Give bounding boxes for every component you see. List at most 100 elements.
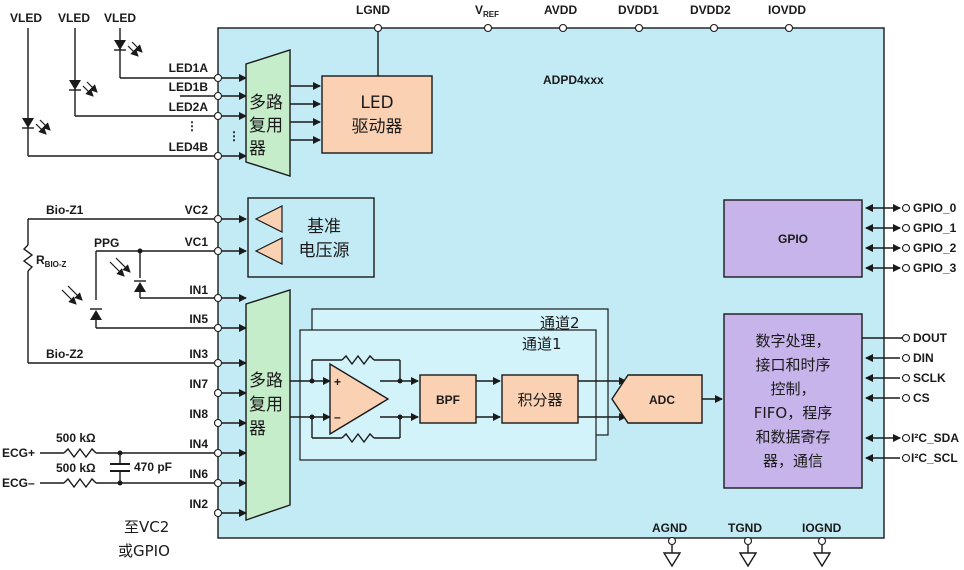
resistor-rbioz-icon: [22, 244, 34, 272]
pin-gpio3: GPIO_3: [913, 261, 957, 275]
opamp-icon: [329, 362, 390, 436]
resistor-icon: [63, 447, 97, 459]
mux-top-dots: ⋮: [228, 129, 240, 143]
integrator-label: 积分器: [517, 391, 562, 409]
digital-line6: 器，通信: [763, 452, 823, 470]
ground-pins: AGND TGND IOGND: [652, 521, 842, 568]
led-pin-dots: ⋮: [186, 119, 198, 133]
adc-label: ADC: [649, 393, 675, 407]
ecg-section: ECG+ ECG– 500 kΩ 500 kΩ 470 pF 至VC2 或GPI…: [2, 431, 214, 560]
pin-in4: IN4: [189, 437, 208, 451]
res2-label: 500 kΩ: [56, 461, 96, 475]
pin-i2c-scl: I²C_SCL: [911, 451, 958, 465]
led-pins: LED1A LED1B LED2A LED4B ⋮: [169, 61, 247, 161]
pin-lgnd: LGND: [356, 3, 390, 17]
digital-line2: 接口和时序: [755, 356, 830, 374]
digital-block: [723, 313, 863, 489]
chip-name: ADPD4xxx: [543, 73, 604, 87]
pin-in8: IN8: [189, 407, 208, 421]
pin-led2a: LED2A: [169, 100, 209, 114]
ppg-label: PPG: [94, 236, 119, 250]
vref-source-block: [247, 197, 375, 278]
led-driver-line2: 驱动器: [352, 117, 403, 137]
pin-led1a: LED1A: [169, 61, 209, 75]
bpf-block: [419, 374, 477, 424]
gpio-label: GPIO: [778, 232, 808, 246]
pin-gpio0: GPIO_0: [913, 201, 957, 215]
pin-tgnd: TGND: [728, 521, 762, 535]
bpf-label: BPF: [436, 393, 460, 407]
pin-in1: IN1: [189, 283, 208, 297]
pin-in6: IN6: [189, 467, 208, 481]
pin-din: DIN: [913, 351, 934, 365]
photodiode-icon: [90, 310, 102, 320]
pin-vc2: VC2: [185, 203, 209, 217]
pin-dout: DOUT: [913, 331, 948, 345]
buffer-icon: [254, 205, 283, 233]
resistor-icon: [63, 477, 97, 489]
top-pins: LGND VREF AVDD DVDD1 DVDD2 IOVDD: [356, 3, 806, 76]
note-line2: 或GPIO: [118, 542, 170, 560]
digital-line4: FIFO，程序: [754, 404, 833, 422]
pin-in7: IN7: [189, 377, 208, 391]
mux-bottom-line3: 器: [249, 419, 266, 439]
tia-amplifier: + –: [309, 354, 419, 444]
mux-bottom: [245, 289, 291, 521]
bioz1-label: Bio-Z1: [46, 203, 84, 217]
note-line1: 至VC2: [124, 518, 169, 536]
led-diode-icon: [69, 80, 81, 90]
channel1-label: 通道1: [522, 335, 562, 353]
pin-dvdd2: DVDD2: [690, 3, 731, 17]
vled-leds: VLED VLED VLED ⋮: [10, 11, 218, 157]
mux-top-line3: 器: [249, 139, 266, 159]
mux-top: [245, 49, 291, 177]
pin-in2: IN2: [189, 497, 208, 511]
pin-dvdd1: DVDD1: [618, 3, 659, 17]
ground-icon: [738, 552, 758, 568]
mux-top-line2: 复用: [249, 116, 283, 136]
opamp-minus: –: [334, 410, 341, 424]
bioz2-label: Bio-Z2: [46, 347, 84, 361]
pin-in5: IN5: [189, 312, 208, 326]
digital-line1: 数字处理，: [755, 332, 830, 350]
pin-vc1: VC1: [185, 235, 209, 249]
pin-sclk: SCLK: [913, 371, 946, 385]
pin-cs: CS: [913, 391, 930, 405]
led-driver-block: [321, 75, 433, 154]
pin-gpio1: GPIO_1: [913, 221, 957, 235]
led-diode-icon: [114, 40, 126, 50]
photodiode-icon: [134, 282, 146, 292]
mux-to-driver-arrows: [290, 82, 321, 144]
pin-in3: IN3: [189, 347, 208, 361]
cap-label: 470 pF: [134, 460, 172, 474]
led-diode-icon: [22, 118, 34, 128]
mux-top-line1: 多路: [249, 93, 283, 113]
rbioz-label: RBIO-Z: [36, 253, 67, 269]
vled-2: VLED: [58, 11, 90, 25]
vref-source-line2: 电压源: [299, 241, 350, 261]
digital-line3: 控制，: [770, 380, 815, 398]
integrator-block: [501, 374, 579, 424]
ppg-section: PPG: [61, 236, 214, 329]
right-pins: GPIO_0 GPIO_1 GPIO_2 GPIO_3 DOUT DIN SCL…: [862, 201, 959, 465]
ecg-minus-label: ECG–: [2, 476, 35, 490]
digital-line5: 和数据寄存: [755, 428, 830, 446]
pin-iovdd: IOVDD: [768, 3, 806, 17]
pin-led4b: LED4B: [169, 140, 209, 154]
mux-bottom-line1: 多路: [249, 371, 283, 391]
buffer-icon: [254, 237, 283, 265]
bioz-section: Bio-Z1 Bio-Z2 VC2 VC1 RBIO-Z: [22, 203, 247, 364]
pin-iognd: IOGND: [802, 521, 842, 535]
vled-1: VLED: [10, 11, 42, 25]
pin-i2c-sda: I²C_SDA: [911, 431, 959, 445]
pin-avdd: AVDD: [544, 3, 577, 17]
res1-label: 500 kΩ: [56, 431, 96, 445]
pin-gpio2: GPIO_2: [913, 241, 957, 255]
pin-vref: VREF: [475, 3, 499, 19]
pin-agnd: AGND: [652, 521, 688, 535]
vled-3: VLED: [104, 11, 136, 25]
channel2-label: 通道2: [540, 314, 580, 332]
mux-bottom-line2: 复用: [249, 395, 283, 415]
ecg-plus-label: ECG+: [2, 446, 35, 460]
